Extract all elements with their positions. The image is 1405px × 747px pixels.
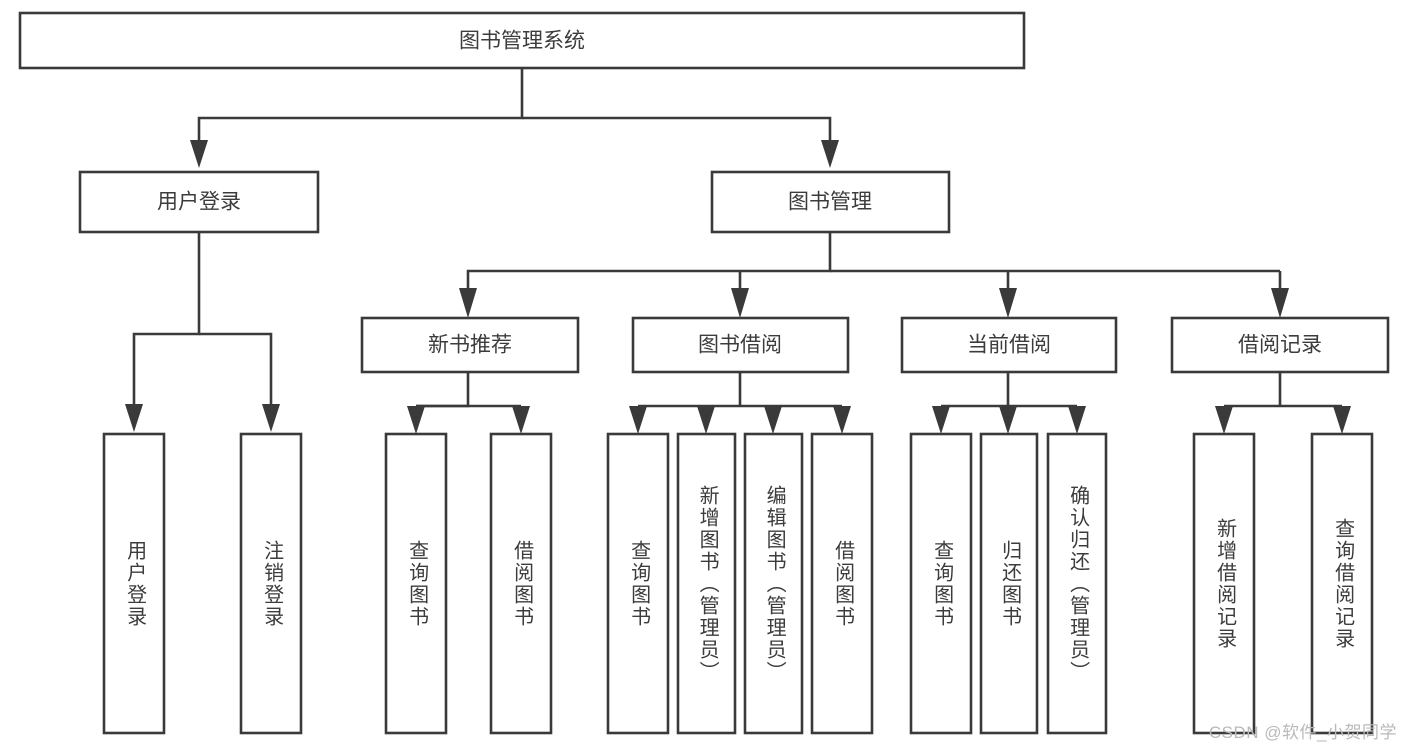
node-book-management-label: 图书管理 [788, 191, 872, 214]
connector-borrowrecord-to-leaves [1215, 372, 1351, 434]
watermark-text: CSDN @软件_小贺同学 [1208, 723, 1397, 742]
node-new-book-recommend[interactable]: 新书推荐 [360, 316, 580, 374]
node-book-management[interactable]: 图书管理 [710, 170, 951, 234]
node-root-label: 图书管理系统 [459, 30, 585, 53]
connector-newbook-to-leaves [407, 372, 530, 434]
node-borrow-records[interactable]: 借阅记录 [1170, 316, 1390, 374]
arrow-head-icon [731, 288, 749, 318]
arrow-head-icon [932, 406, 950, 434]
arrow-head-icon [697, 406, 715, 434]
connector-bookmgmt-to-level2 [459, 232, 1289, 318]
arrow-head-icon [833, 406, 851, 434]
node-book-borrow-label: 图书借阅 [698, 334, 782, 357]
arrow-head-icon [1333, 406, 1351, 434]
leaf-box-current-borrow-1[interactable] [979, 432, 1039, 735]
arrow-head-icon [764, 406, 782, 434]
node-current-borrow-label: 当前借阅 [967, 334, 1051, 357]
arrow-head-icon [459, 288, 477, 318]
connector-bookborrow-to-leaves [629, 372, 851, 434]
arrow-head-icon [629, 406, 647, 434]
leaf-box-user-login-0[interactable] [102, 432, 166, 735]
node-root[interactable]: 图书管理系统 [18, 11, 1026, 70]
node-user-login-label: 用户登录 [157, 191, 241, 214]
arrow-head-icon [999, 288, 1017, 318]
node-current-borrow[interactable]: 当前借阅 [900, 316, 1118, 374]
leaf-box-new-book-0[interactable] [384, 432, 448, 735]
arrow-head-icon [1068, 406, 1086, 434]
leaf-box-user-login-1[interactable] [239, 432, 303, 735]
leaf-box-new-book-1[interactable] [489, 432, 553, 735]
arrow-head-icon [1271, 288, 1289, 318]
leaf-box-current-borrow-2[interactable] [1046, 432, 1108, 735]
arrow-head-icon [999, 406, 1017, 434]
node-book-borrow[interactable]: 图书借阅 [631, 316, 850, 374]
connector-root-to-level1 [190, 68, 839, 168]
arrow-head-icon [407, 406, 425, 434]
leaf-box-borrow-record-1[interactable] [1310, 432, 1374, 735]
arrow-head-icon [125, 404, 143, 432]
arrow-head-icon [1215, 406, 1233, 434]
leaf-box-borrow-record-0[interactable] [1192, 432, 1256, 735]
connector-userlogin-to-leaves [125, 232, 280, 432]
leaf-box-book-borrow-2[interactable] [743, 432, 804, 735]
arrow-head-icon [512, 406, 530, 434]
arrow-head-icon [190, 140, 208, 168]
arrow-head-icon [262, 404, 280, 432]
leaf-box-book-borrow-0[interactable] [606, 432, 670, 735]
leaf-box-book-borrow-3[interactable] [810, 432, 874, 735]
node-user-login[interactable]: 用户登录 [78, 170, 320, 234]
connector-currentborrow-to-leaves [932, 372, 1086, 434]
leaf-box-book-borrow-1[interactable] [676, 432, 737, 735]
node-borrow-records-label: 借阅记录 [1238, 334, 1322, 357]
leaf-box-current-borrow-0[interactable] [909, 432, 973, 735]
arrow-head-icon [821, 140, 839, 168]
node-new-book-recommend-label: 新书推荐 [428, 334, 512, 357]
